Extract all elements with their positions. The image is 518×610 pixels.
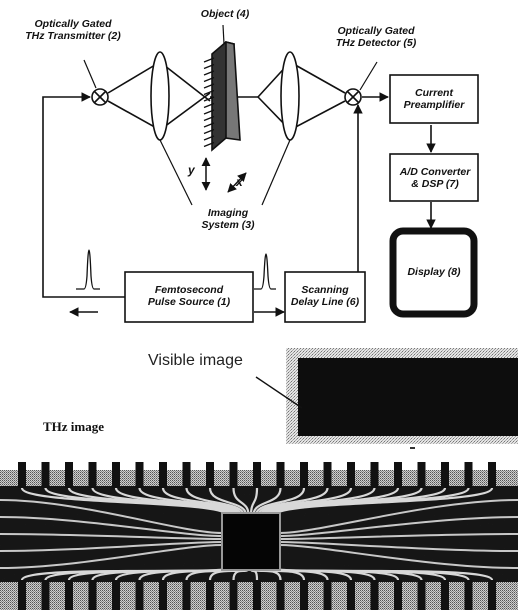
visible-image-caption: Visible image (148, 352, 243, 370)
lead-pin (230, 580, 238, 610)
detector-label: Optically Gated THz Detector (5) (324, 25, 428, 49)
detector-label-line1: Optically Gated (324, 25, 428, 37)
lead-pin (18, 580, 26, 610)
lead-pin (206, 580, 214, 610)
lead-pin (253, 580, 261, 610)
lead-pin (418, 462, 426, 488)
adc-label-line2: & DSP (7) (390, 178, 480, 190)
lead-pin (253, 462, 261, 488)
display-label: Display (8) (396, 266, 472, 278)
lead-pin (136, 462, 144, 488)
lead-pin (465, 580, 473, 610)
lead-pin (277, 462, 285, 488)
optical-path-to-transmitter (43, 97, 125, 297)
axis-x-label: x (236, 176, 243, 188)
display-label-text: Display (8) (396, 266, 472, 278)
transmitter-label-line1: Optically Gated (14, 18, 132, 30)
adc-label: A/D Converter & DSP (7) (390, 166, 480, 190)
lead-pin (136, 580, 144, 610)
lead-pin (324, 462, 332, 488)
lens-2 (281, 52, 299, 140)
lead-pin (206, 462, 214, 488)
lead-pin (300, 580, 308, 610)
preamplifier-label-line2: Preamplifier (392, 99, 476, 111)
lead-pin (42, 580, 50, 610)
lead-pin (347, 462, 355, 488)
visible-image (286, 348, 518, 449)
preamplifier-label: Current Preamplifier (392, 87, 476, 111)
setup-diagram (43, 25, 431, 312)
object-sample (204, 42, 240, 150)
thz-image (0, 462, 518, 610)
lead-pin (112, 580, 120, 610)
lead-pin (324, 580, 332, 610)
lead-pin (347, 580, 355, 610)
imaging-label-line1: Imaging (190, 207, 266, 219)
lead-pin (159, 462, 167, 488)
delay-line-label: Scanning Delay Line (6) (286, 284, 364, 308)
lead-pin (65, 580, 73, 610)
lead-pin (89, 462, 97, 488)
detector-symbol (345, 89, 361, 105)
transmitter-label-line2: THz Transmitter (2) (14, 30, 132, 42)
lead-pin (230, 462, 238, 488)
lead-pin (371, 462, 379, 488)
lead-pin (418, 580, 426, 610)
imaging-system-label: Imaging System (3) (190, 207, 266, 231)
delay-line-label-line2: Delay Line (6) (286, 296, 364, 308)
lead-pin (65, 462, 73, 488)
lead-pin (112, 462, 120, 488)
lead-pin (277, 580, 285, 610)
lead-pin (89, 580, 97, 610)
preamplifier-label-line1: Current (392, 87, 476, 99)
lead-pin (159, 580, 167, 610)
delay-line-label-line1: Scanning (286, 284, 364, 296)
lead-pin (488, 462, 496, 488)
object-label-text: Object (4) (195, 8, 255, 20)
lead-pin (300, 462, 308, 488)
pulse-source-label-line2: Pulse Source (1) (127, 296, 251, 308)
transmitter-symbol (92, 89, 108, 105)
lead-pin (441, 580, 449, 610)
pulse-glyph-right (254, 254, 276, 289)
lead-pin (371, 580, 379, 610)
lens-1 (151, 52, 169, 140)
axis-y-label: y (188, 164, 195, 176)
lead-pin (488, 580, 496, 610)
pulse-source-label-line1: Femtosecond (127, 284, 251, 296)
lead-pin (183, 462, 191, 488)
lead-pin (441, 462, 449, 488)
lead-pin (18, 462, 26, 488)
thz-image-caption: THz image (43, 419, 104, 435)
lead-pin (183, 580, 191, 610)
pulse-glyph-left (76, 250, 100, 289)
thz-chip-die (222, 513, 280, 570)
pulse-source-label: Femtosecond Pulse Source (1) (127, 284, 251, 308)
lead-pin (394, 462, 402, 488)
lead-pin (42, 462, 50, 488)
transmitter-label: Optically Gated THz Transmitter (2) (14, 18, 132, 42)
adc-label-line1: A/D Converter (390, 166, 480, 178)
object-label: Object (4) (195, 8, 255, 20)
lead-pin (465, 462, 473, 488)
imaging-label-line2: System (3) (190, 219, 266, 231)
lead-pin (394, 580, 402, 610)
detector-label-line2: THz Detector (5) (324, 37, 428, 49)
